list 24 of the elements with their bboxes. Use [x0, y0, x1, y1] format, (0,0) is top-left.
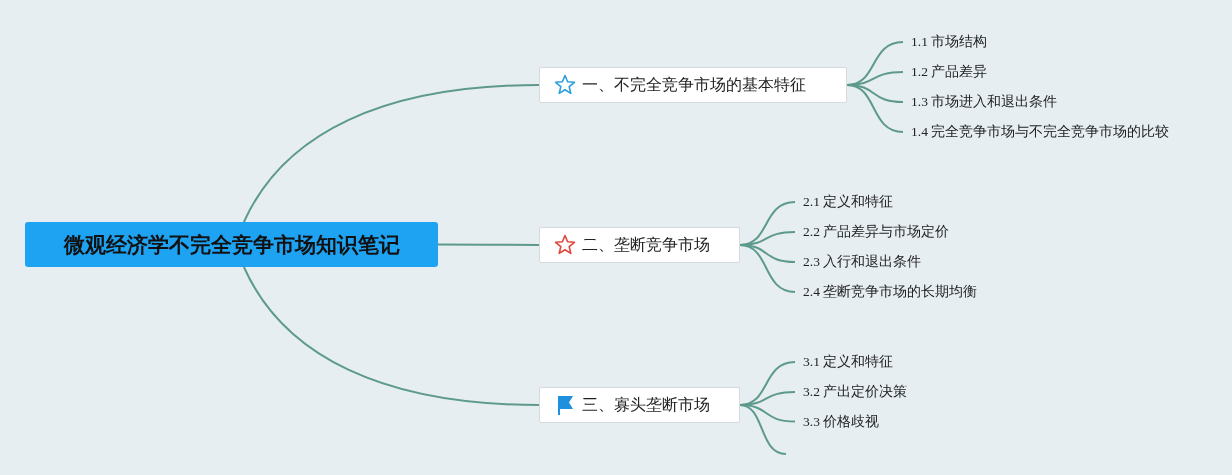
topic-box	[539, 67, 847, 103]
branch-line	[242, 84, 540, 223]
topic-label: 三、寡头垄断市场	[582, 394, 710, 416]
subtopic-label: 1.3 市场进入和退出条件	[903, 91, 1058, 113]
branch-line	[242, 266, 540, 406]
topic-box	[539, 387, 740, 423]
subtopic-label: 3.1 定义和特征	[795, 351, 894, 373]
branch-line	[437, 243, 540, 246]
branch-line	[846, 84, 904, 133]
subtopic-label: 1.4 完全竞争市场与不完全竞争市场的比较	[903, 121, 1170, 143]
subtopic-label: 3.3 价格歧视	[795, 412, 880, 431]
subtopic-label: 2.4 垄断竞争市场的长期均衡	[795, 281, 978, 303]
branch-line	[739, 244, 796, 293]
subtopic-label: 2.1 定义和特征	[795, 191, 894, 213]
subtopic-label: 2.3 入行和退出条件	[795, 251, 922, 273]
central-topic-box: 微观经济学不完全竞争市场知识笔记	[25, 222, 438, 267]
subtopic-label: 3.2 产出定价决策	[795, 381, 908, 403]
branch-line	[739, 404, 787, 455]
subtopic-label: 1.2 产品差异	[903, 61, 988, 83]
topic-label: 一、不完全竞争市场的基本特征	[582, 74, 806, 96]
topic-label: 二、垄断竞争市场	[582, 234, 710, 256]
subtopic-label: 1.1 市场结构	[903, 31, 988, 53]
subtopic-label: 2.2 产品差异与市场定价	[795, 221, 950, 243]
topic-box	[539, 227, 740, 263]
